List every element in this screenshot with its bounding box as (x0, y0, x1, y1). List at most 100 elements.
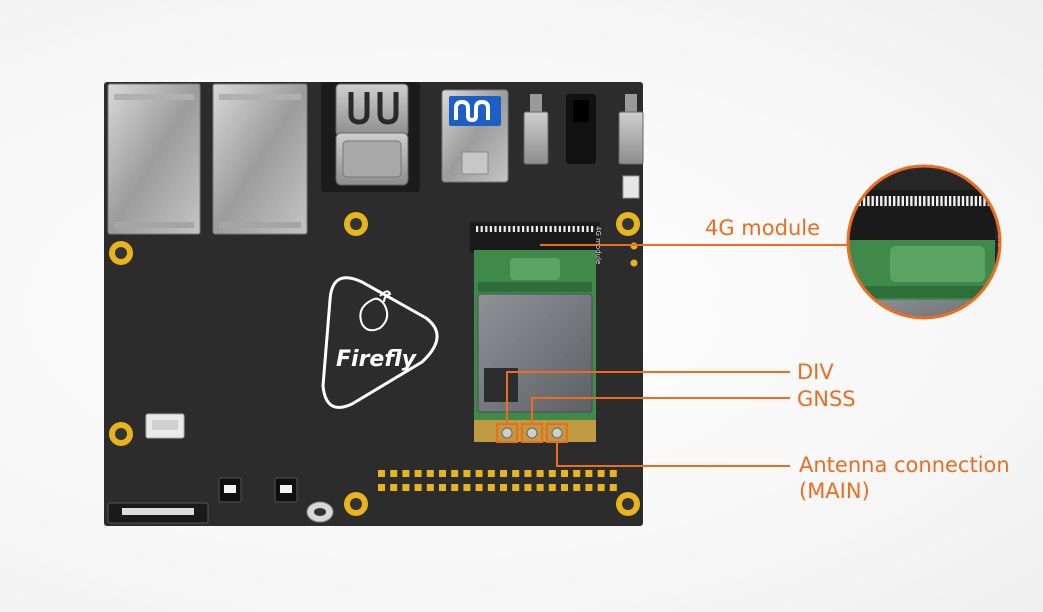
slot-pin (508, 226, 511, 232)
slot-pin (568, 226, 571, 232)
zoom-slot-pin (905, 196, 909, 206)
fan-connector (145, 413, 185, 439)
zoom-slot-pin (875, 196, 879, 206)
callout-antenna-line1: Antenna connection (799, 453, 1010, 477)
zoom-slot-pin (888, 196, 892, 206)
callout-lines (506, 244, 848, 467)
gpio-pin (475, 470, 483, 477)
gpio-pin (402, 484, 410, 491)
gpio-pin (500, 484, 507, 491)
slot-pin (563, 226, 566, 232)
zoom-slot-pin (871, 196, 874, 206)
callout-4g-module: 4G module (705, 216, 821, 240)
gpio-pin (463, 484, 471, 491)
gpio-pin (475, 484, 483, 491)
gpio-pin (451, 470, 459, 477)
gpio-pin (524, 484, 532, 491)
gpio-pin (573, 470, 581, 477)
gpio-header (378, 470, 617, 491)
gpio-pin (597, 484, 605, 491)
usb3-port (441, 89, 509, 183)
slot-pin (503, 226, 506, 232)
callout-antenna: Antenna connection (MAIN) (799, 452, 1010, 504)
slot-pin (480, 226, 483, 232)
zoom-slot-pin (979, 196, 982, 206)
slot-pin (572, 226, 575, 232)
gpio-pin (390, 470, 398, 477)
gpio-pin (548, 470, 556, 477)
gpio-pin (451, 484, 459, 491)
gpio-pin (609, 484, 617, 491)
slot-pin (517, 226, 520, 232)
gpio-pin (536, 484, 544, 491)
gpio-pin (597, 470, 605, 477)
slot-pin (554, 226, 557, 232)
callout-antenna-line2: (MAIN) (799, 479, 870, 503)
zoom-slot-pin (966, 196, 969, 206)
slot-pin (535, 226, 538, 232)
zoom-slot-pin (953, 196, 956, 206)
gpio-pin (378, 484, 385, 491)
slot-pin (494, 226, 497, 232)
slot-pin (586, 226, 589, 232)
ethernet-port-2 (212, 83, 308, 235)
hdmi-usb-port (321, 82, 420, 192)
callout-gnss: GNSS (797, 387, 856, 411)
gpio-pin (439, 484, 446, 491)
zoom-slot-pin (927, 196, 930, 206)
ethernet-port-1 (107, 83, 201, 235)
zoom-slot-pin (862, 196, 866, 206)
slot-pin (545, 226, 548, 232)
slot-pin (531, 226, 534, 232)
gpio-pin (378, 470, 385, 477)
gpio-pin (609, 470, 617, 477)
slot-pin (489, 226, 492, 232)
zoom-slot-pin (893, 196, 896, 206)
gpio-pin (585, 470, 593, 477)
callout-div: DIV (797, 360, 834, 384)
gpio-pin (500, 470, 507, 477)
zoom-slot-pin (970, 196, 973, 206)
slot-pin (591, 226, 594, 232)
button-1 (218, 477, 242, 503)
zoom-slot-pin (897, 196, 900, 206)
antenna-post-1 (523, 94, 549, 165)
zoom-slot-pin (884, 196, 887, 206)
button-2 (274, 477, 298, 503)
zoom-slot-pin (961, 196, 965, 206)
zoom-slot-pin (880, 196, 883, 206)
zoom-slot-pin (850, 196, 853, 206)
gpio-pin (463, 470, 471, 477)
gpio-pin (426, 484, 434, 491)
slot-pin (476, 226, 479, 232)
zoom-slot-pin (918, 196, 922, 206)
zoom-slot-pin (901, 196, 904, 206)
4g-module (474, 250, 596, 443)
gpio-pin (487, 470, 495, 477)
slot-pin (558, 226, 561, 232)
zoom-slot-pin (914, 196, 917, 206)
zoom-slot-pin (944, 196, 947, 206)
gpio-pin (426, 470, 434, 477)
zoom-slot-pin (910, 196, 913, 206)
sd-card-slot (107, 502, 209, 524)
gpio-pin (512, 470, 520, 477)
zoom-inset: 4G module (846, 164, 1002, 320)
gpio-pin (414, 470, 422, 477)
slot-pin (499, 226, 502, 232)
gpio-pin (512, 484, 520, 491)
zoom-slot-pin (991, 196, 995, 206)
firefly-logo-text: Firefly (336, 347, 418, 372)
gpio-pin (561, 470, 568, 477)
zoom-slot-pin (867, 196, 870, 206)
gpio-pin (548, 484, 556, 491)
status-led (306, 501, 334, 523)
gpio-pin (536, 470, 544, 477)
zoom-slot-pin (923, 196, 926, 206)
gpio-pin (524, 470, 532, 477)
slot-pin (522, 226, 525, 232)
zoom-slot-pin (948, 196, 952, 206)
zoom-slot-pin (931, 196, 935, 206)
zoom-slot-pin (940, 196, 943, 206)
